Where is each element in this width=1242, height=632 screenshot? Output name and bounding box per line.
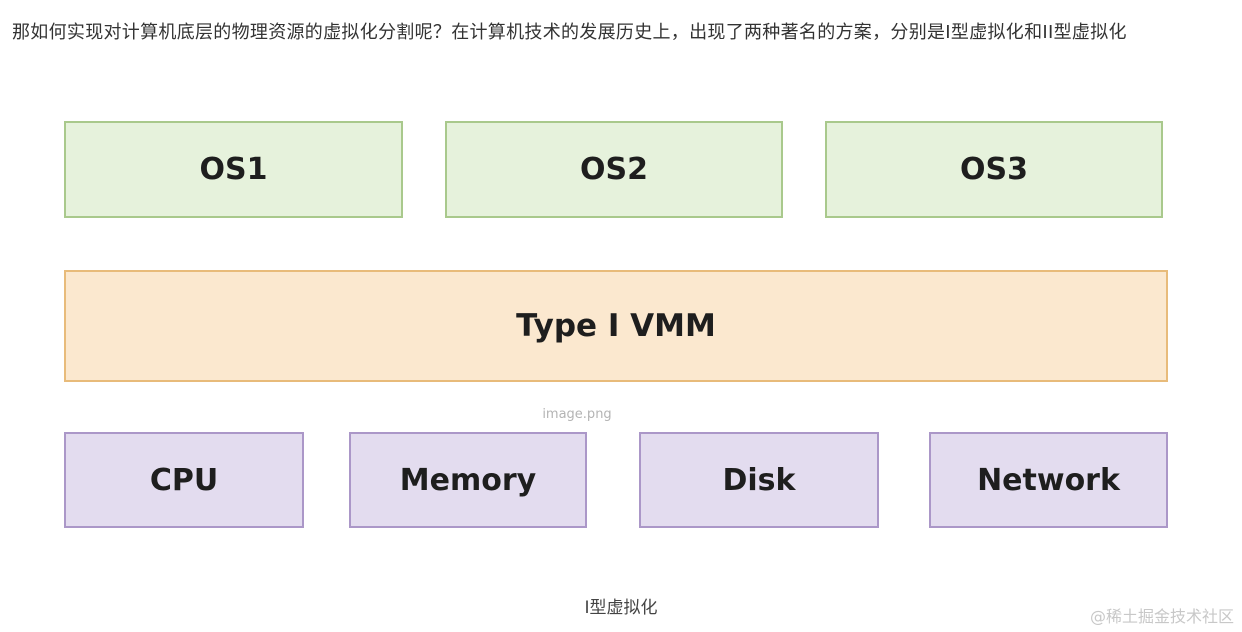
hardware-box-memory: Memory xyxy=(349,432,587,528)
watermark: @稀土掘金技术社区 xyxy=(1089,607,1234,626)
os-box-os3: OS3 xyxy=(825,121,1163,218)
os-box-os2: OS2 xyxy=(445,121,783,218)
vmm-layer: Type I VMM xyxy=(64,270,1168,382)
diagram-caption: I型虚拟化 xyxy=(584,598,658,618)
hardware-box-disk: Disk xyxy=(639,432,879,528)
hardware-box-network: Network xyxy=(929,432,1168,528)
intro-paragraph: 那如何实现对计算机底层的物理资源的虚拟化分割呢？在计算机技术的发展历史上，出现了… xyxy=(12,22,1127,43)
hardware-box-cpu: CPU xyxy=(64,432,304,528)
image-filename-label: image.png xyxy=(517,402,637,428)
os-box-os1: OS1 xyxy=(64,121,403,218)
